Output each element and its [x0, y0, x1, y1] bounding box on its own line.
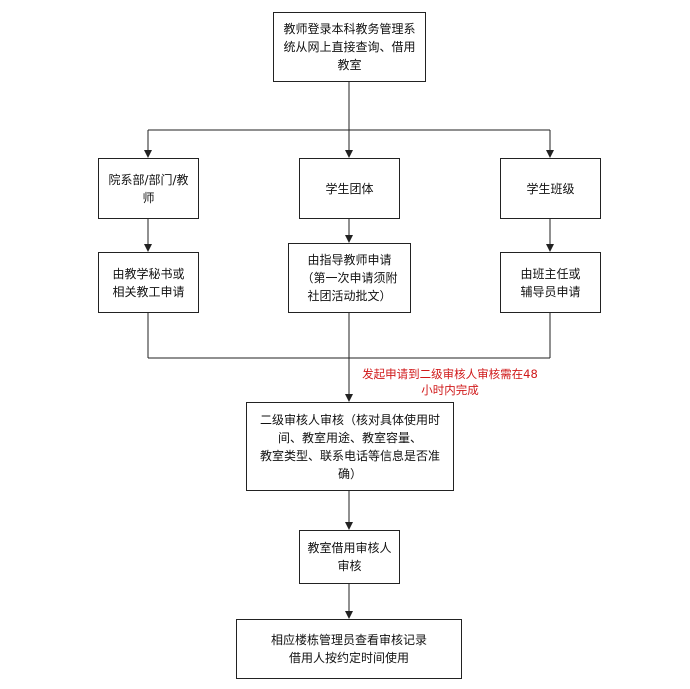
- applicant-node-student-group: 由指导教师申请 （第一次申请须附 社团活动批文）: [288, 243, 411, 313]
- category-node-student-class: 学生班级: [500, 158, 601, 219]
- review2-node: 二级审核人审核（核对具体使用时 间、教室用途、教室容量、 教室类型、联系电话等信…: [246, 402, 454, 491]
- category-node-student-group: 学生团体: [299, 158, 400, 219]
- deadline-note: 发起申请到二级审核人审核需在48 小时内完成: [362, 367, 538, 397]
- end-node: 相应楼栋管理员查看审核记录 借用人按约定时间使用: [236, 619, 462, 679]
- category-node-department: 院系部/部门/教 师: [98, 158, 199, 219]
- applicant-node-student-class: 由班主任或 辅导员申请: [500, 252, 601, 313]
- start-node: 教师登录本科教务管理系 统从网上直接查询、借用 教室: [273, 12, 426, 82]
- applicant-node-department: 由教学秘书或 相关教工申请: [98, 252, 199, 313]
- review-final-node: 教室借用审核人 审核: [299, 530, 400, 584]
